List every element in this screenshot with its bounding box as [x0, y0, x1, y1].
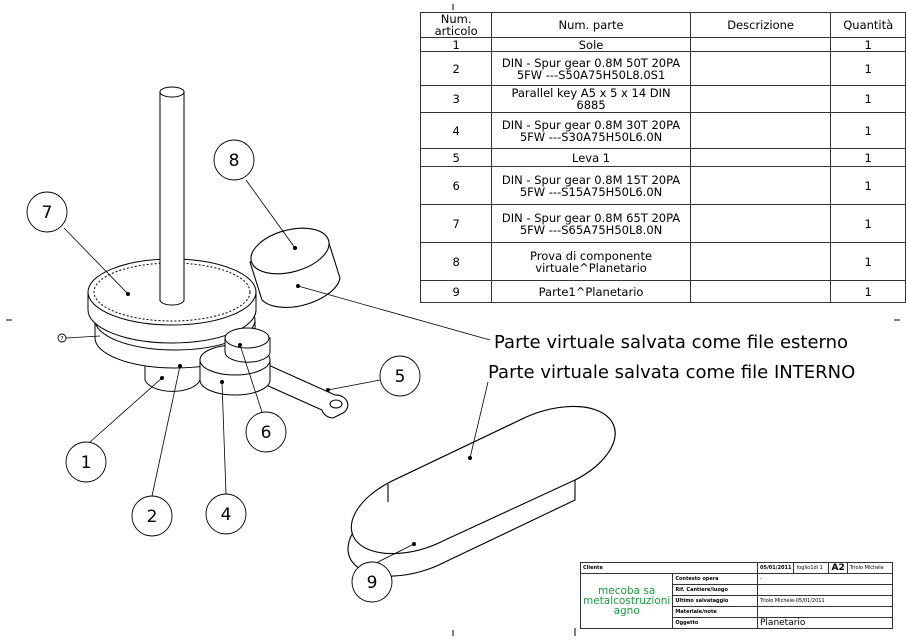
tb-materiale-value: [757, 606, 893, 618]
bom-desc: [689, 280, 832, 303]
bom-part: DIN - Spur gear 0.8M 65T 20PA 5FW ---S65…: [491, 204, 691, 243]
note-external-file: Parte virtuale salvata come file esterno: [494, 332, 849, 353]
bom-qty: 1: [830, 280, 906, 303]
bom-num: 2: [419, 51, 493, 86]
bom-desc: [689, 148, 832, 167]
bom-part: Parte1^Planetario: [491, 280, 691, 303]
balloon-small-7: 7: [60, 336, 63, 342]
tb-rif-value: [757, 584, 893, 596]
balloon-5: 5: [395, 367, 406, 387]
part-8-cylinder: [249, 227, 341, 308]
bom-part: Parallel key A5 x 5 x 14 DIN 6885: [491, 85, 691, 113]
bom-part: Leva 1: [491, 148, 691, 167]
leader-lines: [63, 179, 491, 563]
part-9-plate: [347, 405, 616, 577]
bom-qty: 1: [830, 148, 906, 167]
tb-date: 05/01/2011: [756, 562, 795, 574]
bom-num: 3: [419, 85, 493, 113]
tb-format: A2: [828, 562, 848, 574]
balloon-7: 7: [42, 203, 53, 223]
balloon-8: 8: [229, 151, 240, 171]
bom-desc: [689, 166, 832, 205]
tb-oggetto-label: Oggetto: [672, 617, 758, 629]
balloon-2: 2: [147, 507, 158, 527]
bom-qty: 1: [830, 242, 906, 281]
balloons: [26, 139, 421, 603]
bom-desc: [689, 242, 832, 281]
title-block: Cliente 05/01/2011 foglio1di 1 A2 Triolo…: [579, 562, 893, 629]
tb-cliente-label: Cliente: [580, 562, 758, 574]
tb-ultimo-value: Triolo Michele-05/01/2011: [757, 595, 893, 607]
bom-num: 9: [419, 280, 493, 303]
bom-header-part: Num. parte: [491, 12, 691, 38]
tb-contesto-value: -: [757, 573, 893, 585]
tb-materiale-label: Materiale/note: [672, 606, 758, 618]
tb-ultimo-label: Ultimo salvataggio: [672, 595, 758, 607]
tb-sheet: foglio1di 1: [793, 562, 830, 574]
gear-stack: [87, 86, 271, 396]
bom-num: 7: [419, 204, 493, 243]
bom-qty: 1: [830, 85, 906, 113]
bom-desc: [689, 51, 832, 86]
bom-desc: [689, 204, 832, 243]
bom-num: 6: [419, 166, 493, 205]
company-logo-text: mecoba sa metalcostruzioni agno: [579, 573, 674, 629]
bom-num: 5: [419, 148, 493, 167]
bom-part: DIN - Spur gear 0.8M 30T 20PA 5FW ---S30…: [491, 112, 691, 149]
bom-header-qty: Quantità: [830, 12, 906, 38]
bom-part: Prova di componente virtuale^Planetario: [491, 242, 691, 281]
bom-num: 1: [419, 37, 493, 52]
balloon-1: 1: [81, 453, 92, 473]
bom-num: 4: [419, 112, 493, 149]
tb-rif-label: Rif. Cantiere/luogo: [672, 584, 758, 596]
bom-qty: 1: [830, 51, 906, 86]
bom-qty: 1: [830, 112, 906, 149]
bill-of-materials: Num. articolo Num. parte Descrizione Qua…: [419, 12, 906, 303]
bom-header-desc: Descrizione: [689, 12, 832, 38]
bom-desc: [689, 112, 832, 149]
bom-part: Sole: [491, 37, 691, 52]
bom-desc: [689, 85, 832, 113]
tb-oggetto-value: Planetario: [757, 617, 893, 629]
balloon-4: 4: [221, 505, 232, 525]
bom-qty: 1: [830, 37, 906, 52]
tb-author: Triolo Michele: [846, 562, 893, 574]
note-internal-file: Parte virtuale salvata come file INTERNO: [488, 362, 856, 383]
tb-contesto-label: Contesto opera: [672, 573, 758, 585]
bom-qty: 1: [830, 166, 906, 205]
bom-desc: [689, 37, 832, 52]
bom-part: DIN - Spur gear 0.8M 15T 20PA 5FW ---S15…: [491, 166, 691, 205]
balloon-6: 6: [261, 423, 272, 443]
balloon-9: 9: [367, 573, 378, 593]
bom-num: 8: [419, 242, 493, 281]
bom-part: DIN - Spur gear 0.8M 50T 20PA 5FW ---S50…: [491, 51, 691, 86]
bom-header-num: Num. articolo: [419, 12, 493, 38]
bom-qty: 1: [830, 204, 906, 243]
